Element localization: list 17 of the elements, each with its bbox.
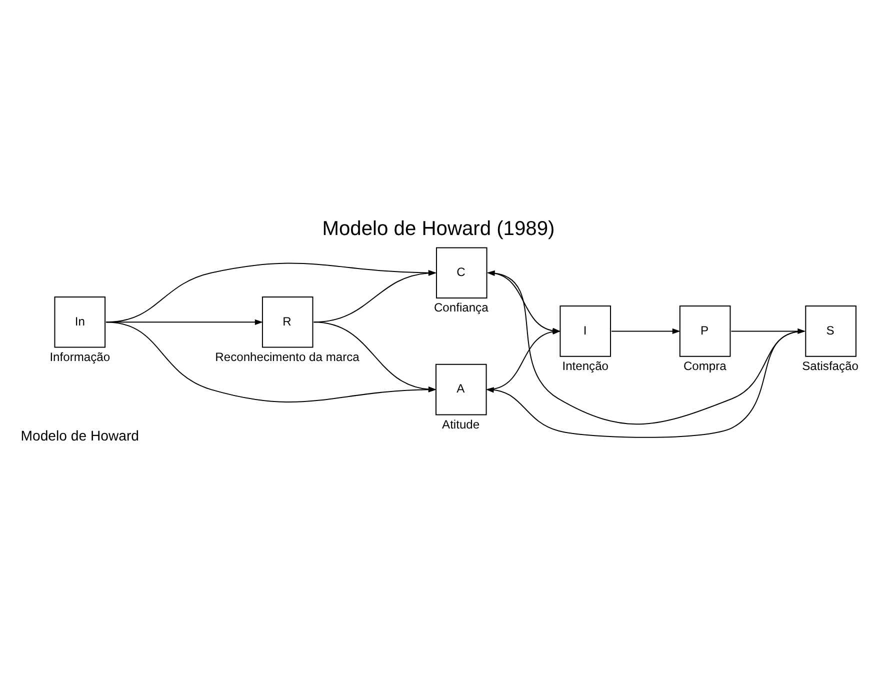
node-label: Reconhecimento da marca (214, 350, 359, 364)
node-label: Compra (682, 359, 726, 374)
node-box: I (559, 306, 611, 357)
node-box: S (804, 306, 856, 357)
node-label: Intenção (562, 359, 608, 374)
node-box: C (435, 247, 487, 299)
node-label: Atitude (442, 417, 480, 432)
node-box: In (54, 296, 106, 348)
node-box: A (434, 364, 486, 416)
label: Modelo de Howard (20, 428, 138, 444)
node-box: P (678, 306, 730, 357)
node-label: Confiança (433, 300, 488, 315)
node-box: R (261, 296, 313, 348)
diagram-title: Modelo de Howard (1989) (322, 218, 554, 240)
node-label: Informação (49, 350, 110, 364)
arrow (611, 328, 680, 334)
node-label: Satisfação (802, 359, 858, 374)
